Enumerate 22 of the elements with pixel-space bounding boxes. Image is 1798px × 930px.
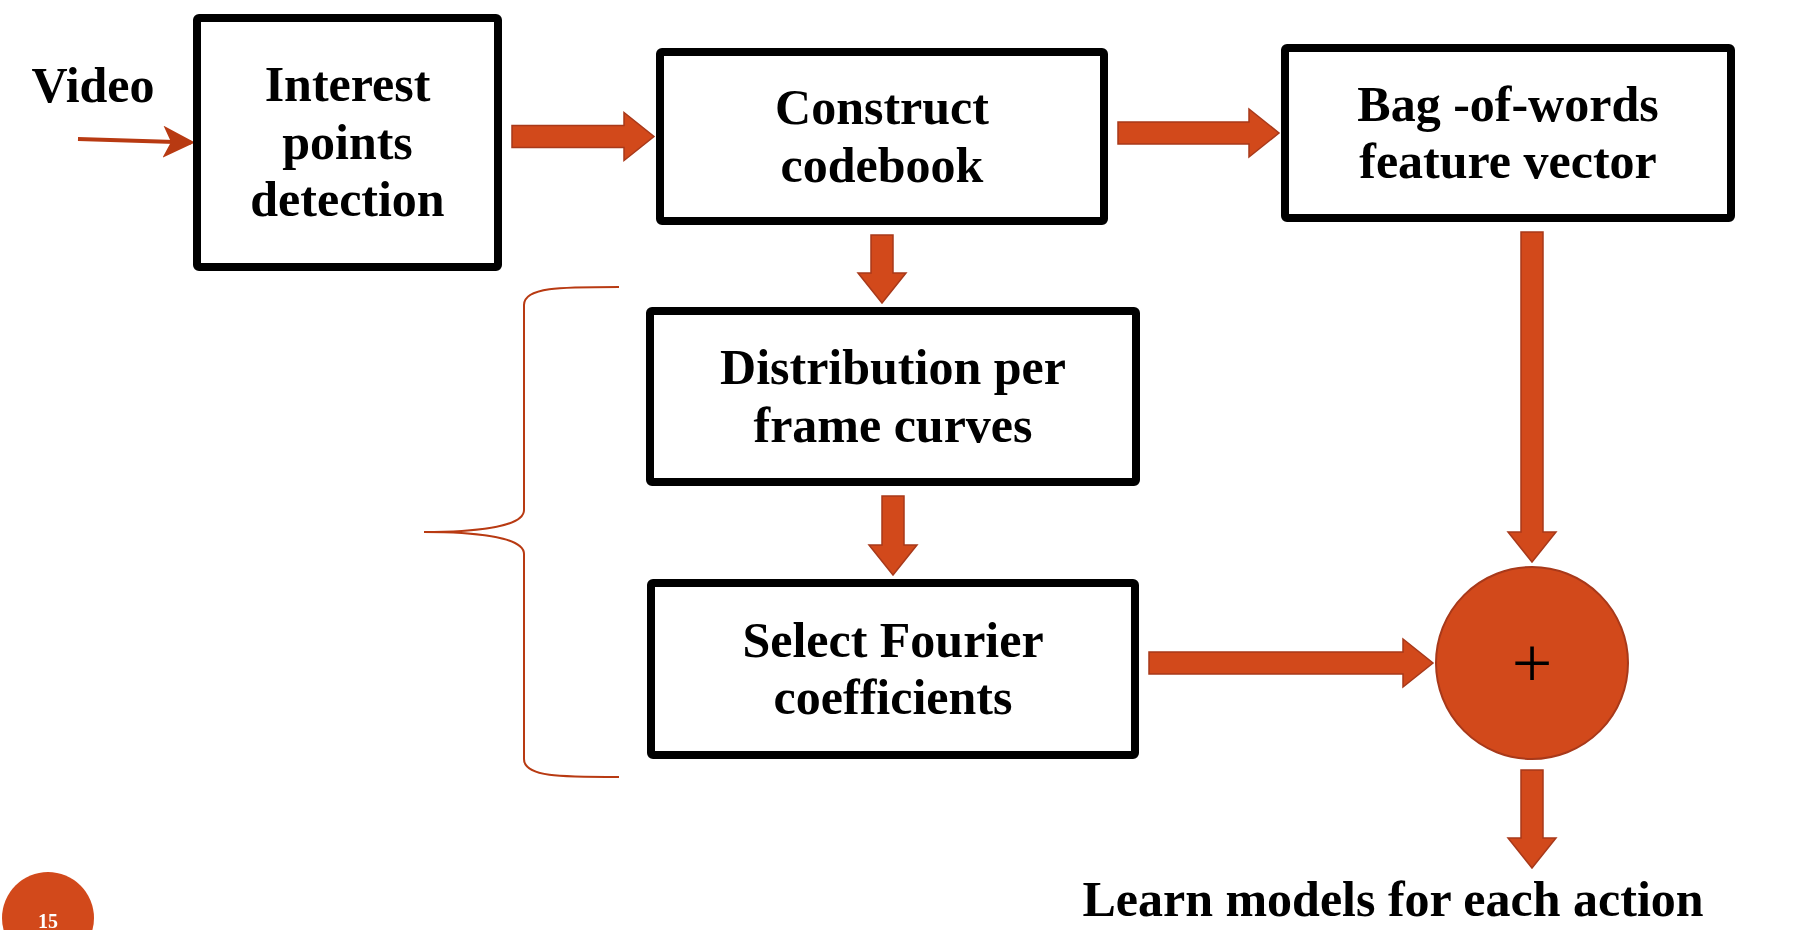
arrow (77, 125, 195, 158)
slide-number: 15 (2, 872, 94, 930)
block-arrow (867, 495, 919, 577)
node-text: Video (31, 57, 155, 115)
node-text: Interest points detection (249, 56, 446, 229)
block-arrow (511, 110, 656, 163)
node-text: Select Fourier coefficients (741, 611, 1045, 727)
process-box (647, 579, 1139, 759)
process-box (1281, 44, 1735, 222)
block-arrow (1148, 637, 1435, 689)
node-text: Construct codebook (774, 79, 990, 194)
process-box (646, 307, 1140, 486)
block-arrow (856, 234, 908, 305)
node-text: Learn models for each action (1082, 871, 1704, 929)
process-box (656, 48, 1108, 225)
block-arrow (1506, 231, 1558, 564)
node-text: Bag -of-words feature vector (1356, 75, 1660, 191)
block-arrow (1506, 769, 1558, 870)
block-arrow (1117, 107, 1281, 159)
node-text: Distribution per frame curves (719, 339, 1067, 454)
process-box (193, 14, 502, 271)
plus-sign: + (1511, 627, 1553, 699)
